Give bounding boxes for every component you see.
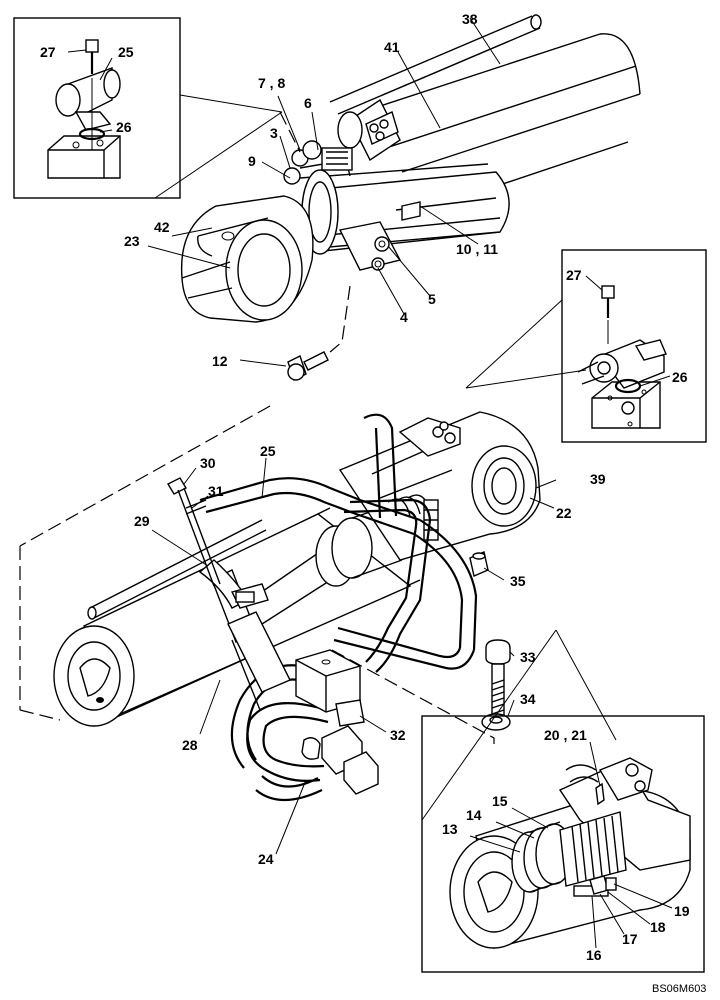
callout-28: 28 bbox=[182, 737, 198, 753]
callout-33: 33 bbox=[520, 649, 536, 665]
callout-4: 4 bbox=[400, 309, 408, 325]
callout-24: 24 bbox=[258, 851, 274, 867]
callout-6: 6 bbox=[304, 95, 312, 111]
callout-3: 3 bbox=[270, 125, 278, 141]
callout-12: 12 bbox=[212, 353, 228, 369]
callout-18: 18 bbox=[650, 919, 666, 935]
callout-42: 42 bbox=[154, 219, 170, 235]
drawing-code: BS06M603 bbox=[652, 983, 706, 995]
callout-41: 41 bbox=[384, 39, 400, 55]
callout-13: 13 bbox=[442, 821, 458, 837]
callout-26: 26 bbox=[116, 119, 132, 135]
cylinder-main-assembly bbox=[19, 405, 617, 855]
callout-labels: 27 25 26 38 41 7 , 8 6 3 9 42 23 10 , 11… bbox=[40, 11, 706, 995]
callout-9: 9 bbox=[248, 153, 256, 169]
inset-detail-middle-right bbox=[465, 249, 707, 443]
callout-32: 32 bbox=[390, 727, 406, 743]
callout-27: 27 bbox=[40, 44, 56, 60]
callout-7-8: 7 , 8 bbox=[258, 75, 285, 91]
callout-34: 34 bbox=[520, 691, 536, 707]
callout-22: 22 bbox=[556, 505, 572, 521]
callout-27-inset: 27 bbox=[566, 267, 582, 283]
callout-20-21: 20 , 21 bbox=[544, 727, 587, 743]
callout-10-11: 10 , 11 bbox=[456, 241, 498, 257]
callout-23: 23 bbox=[124, 233, 140, 249]
callout-38: 38 bbox=[462, 11, 478, 27]
callout-25: 25 bbox=[118, 44, 134, 60]
callout-25-main: 25 bbox=[260, 443, 276, 459]
callout-31: 31 bbox=[208, 483, 224, 499]
callout-16: 16 bbox=[586, 947, 602, 963]
callout-26-inset: 26 bbox=[672, 369, 688, 385]
callout-17: 17 bbox=[622, 931, 638, 947]
callout-14: 14 bbox=[466, 807, 482, 823]
inset-detail-top-left bbox=[13, 17, 283, 199]
callout-39: 39 bbox=[590, 471, 606, 487]
callout-5: 5 bbox=[428, 291, 436, 307]
callout-29: 29 bbox=[134, 513, 150, 529]
callout-35: 35 bbox=[510, 573, 526, 589]
callout-15: 15 bbox=[492, 793, 508, 809]
callout-19: 19 bbox=[674, 903, 690, 919]
cylinder-rod-end-assembly bbox=[147, 14, 641, 381]
callout-30: 30 bbox=[200, 455, 216, 471]
inset-detail-bottom-right bbox=[421, 715, 705, 973]
